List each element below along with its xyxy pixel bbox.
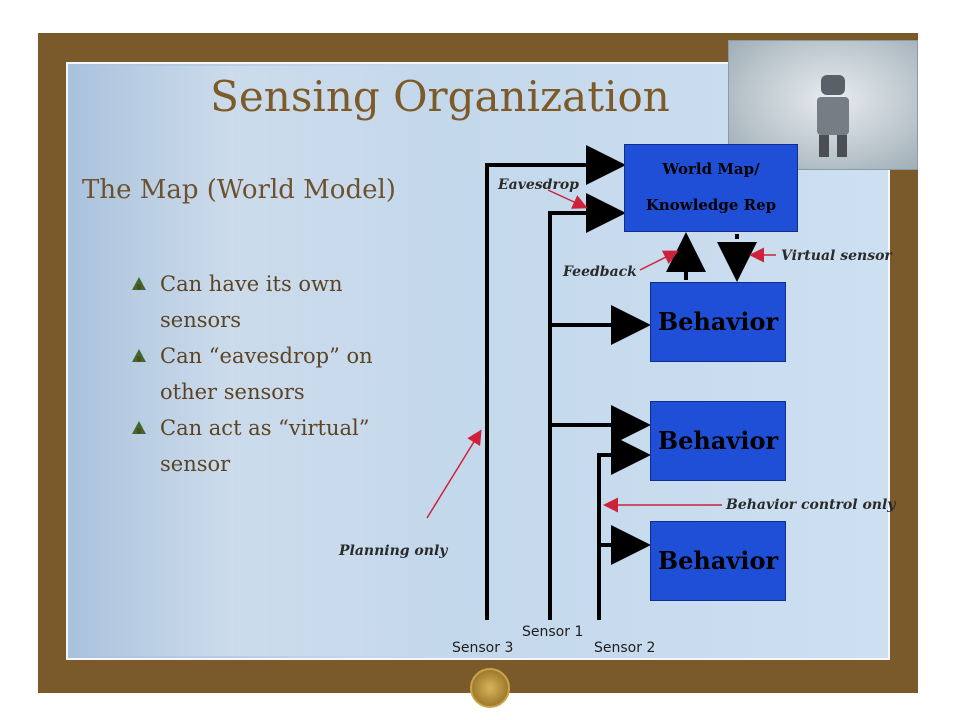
world-map-line1: World Map/ [662, 160, 760, 178]
robot-head [821, 75, 845, 95]
slide-subtitle: The Map (World Model) [82, 175, 396, 205]
robot-leg-left [819, 135, 829, 157]
feedback-pointer [639, 250, 679, 271]
behavior-box-2: Behavior [650, 401, 786, 481]
seal-logo [470, 668, 510, 708]
planning-pointer [426, 429, 482, 519]
bullet-icon [132, 349, 146, 362]
world-map-line2: Knowledge Rep [645, 196, 777, 214]
bullet-list: Can have its own sensors Can “eavesdrop”… [130, 266, 430, 482]
column-background-image [70, 66, 430, 656]
bullet-text-line1: Can act as “virtual” [160, 416, 370, 440]
label-eavesdrop: Eavesdrop [498, 177, 579, 193]
behavior-box-1: Behavior [650, 282, 786, 362]
bullet-text-line2: other sensors [160, 380, 305, 404]
robot-photo [728, 40, 918, 170]
bullet-item: Can “eavesdrop” on other sensors [130, 338, 430, 410]
bullet-icon [132, 421, 146, 434]
sensor1-line [548, 193, 626, 620]
label-sensor2: Sensor 2 [594, 640, 656, 656]
label-virtual-sensor: Virtual sensor [781, 248, 892, 264]
label-behavior-control-only: Behavior control only [726, 497, 896, 513]
label-feedback: Feedback [563, 264, 637, 280]
behavior-box-3: Behavior [650, 521, 786, 601]
bullet-icon [132, 277, 146, 290]
slide-title: Sensing Organization [210, 72, 670, 121]
label-sensor3: Sensor 3 [452, 640, 514, 656]
bullet-text-line2: sensor [160, 452, 231, 476]
robot-leg-right [837, 135, 847, 157]
label-sensor1: Sensor 1 [522, 624, 584, 640]
world-map-box: World Map/ Knowledge Rep [624, 144, 798, 232]
bullet-item: Can act as “virtual” sensor [130, 410, 430, 482]
label-planning-only: Planning only [339, 543, 448, 559]
robot-body [817, 97, 849, 135]
bullet-text-line2: sensors [160, 308, 241, 332]
eavesdrop-pointer [547, 189, 588, 209]
bullet-text-line1: Can “eavesdrop” on [160, 344, 373, 368]
bullet-text-line1: Can have its own [160, 272, 343, 296]
sensor2-line [597, 435, 651, 620]
bullet-item: Can have its own sensors [130, 266, 430, 338]
sensor3-line [485, 145, 626, 620]
